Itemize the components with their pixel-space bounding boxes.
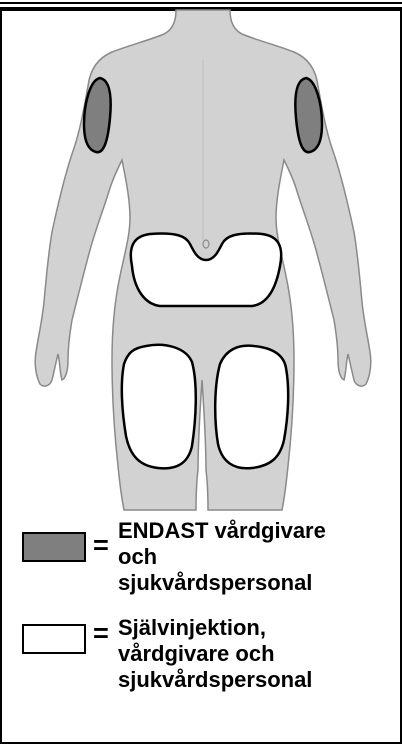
legend-swatch-white xyxy=(22,624,86,654)
legend-line: sjukvårdspersonal xyxy=(118,667,312,693)
legend-line: ENDAST vårdgivare xyxy=(118,518,326,544)
legend-caregiver-only: = ENDAST vårdgivare och sjukvårdspersona… xyxy=(0,520,402,610)
legend-equals-sign: = xyxy=(93,532,109,559)
zone-left-thigh xyxy=(122,345,196,469)
legend-label-caregiver-only: ENDAST vårdgivare och sjukvårdspersonal xyxy=(118,518,326,596)
legend-line: vårdgivare och xyxy=(118,641,312,667)
legend-swatch-gray xyxy=(22,532,86,562)
legend-self-injection: = Självinjektion, vårdgivare och sjukvår… xyxy=(0,612,402,702)
legend-line: och xyxy=(118,544,326,570)
legend-equals-sign: = xyxy=(93,620,109,647)
legend-line: Självinjektion, xyxy=(118,615,312,641)
zone-right-thigh xyxy=(215,346,288,469)
legend-line: sjukvårdspersonal xyxy=(118,570,326,596)
legend-label-self-injection: Självinjektion, vårdgivare och sjukvårds… xyxy=(118,615,312,693)
